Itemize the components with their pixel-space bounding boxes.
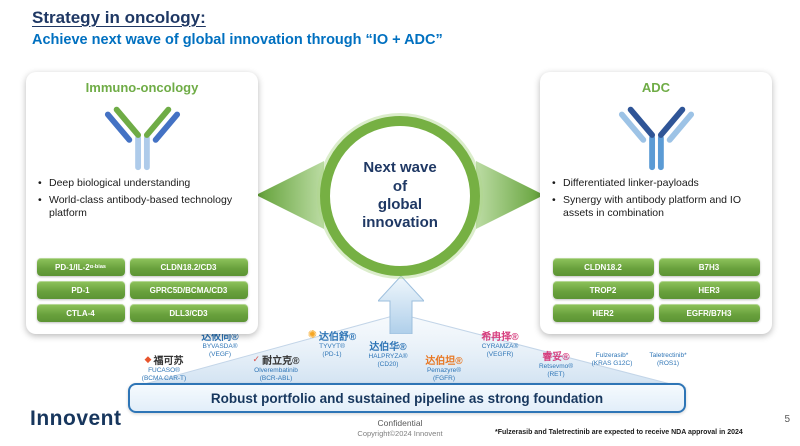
product-cn-name: 福可苏: [153, 356, 184, 367]
fucaso-logo-icon: ◆: [144, 354, 152, 364]
product-target: (BCR-ABL): [259, 375, 293, 383]
up-arrow-icon: [378, 276, 424, 334]
target-pill: PD-1: [36, 281, 125, 299]
target-pill: GPRC5D/BCMA/CD3: [129, 281, 248, 299]
product-cyramza: 希冉择® CYRAMZA® (VEGFR): [472, 328, 528, 382]
product-portfolio-row: ◆福可苏 FUCASO® (BCMA CAR-T) 达攸同® BYVASDA® …: [136, 328, 696, 383]
target-pill: B7H3: [658, 258, 760, 276]
next-wave-circle: Next wave of global innovation: [320, 116, 480, 276]
olverembatinib-logo-icon: ✓: [252, 354, 261, 364]
product-en-name: CYRAMZA®: [481, 343, 519, 350]
product-fulzerasib: Fulzerasib* (KRAS G12C): [584, 352, 640, 382]
product-halpryza: 达伯华® HALPRYZA® (CD20): [360, 338, 416, 382]
product-en-name: Pemazyre®: [426, 367, 462, 374]
circle-text-line: Next wave: [363, 159, 437, 177]
product-cn-name: 达伯华®: [369, 342, 407, 353]
product-cn-name: 达攸同®: [201, 332, 239, 343]
target-pill: CLDN18.2/CD3: [129, 258, 248, 276]
slide-header: Strategy in oncology: Achieve next wave …: [32, 8, 443, 48]
product-target: (KRAS G12C): [591, 360, 633, 368]
nda-footnote: *Fulzerasib and Taletrectinib are expect…: [495, 429, 743, 436]
target-pill: EGFR/B7H3: [658, 304, 760, 322]
product-en-name: Olverembatinib: [254, 367, 298, 374]
product-en-name: BYVASDA®: [202, 343, 238, 350]
product-cn-name: 希冉择®: [481, 332, 519, 343]
adc-target-pills: CLDN18.2 B7H3 TROP2 HER3 HER2 EGFR/B7H3: [550, 258, 762, 322]
confidential-label: Confidential: [377, 418, 423, 428]
product-en-name: Retsevmo®: [538, 363, 574, 370]
circle-text-line: innovation: [362, 214, 438, 232]
product-pemazyre: 达伯坦® Pemazyre® (FGFR): [416, 352, 472, 382]
product-taletrectinib: Taletrectinib* (ROS1): [640, 352, 696, 382]
product-target: (CD20): [377, 361, 399, 369]
copyright-label: Copyright©2024 Innovent: [357, 429, 443, 438]
product-target: (BCMA CAR-T): [141, 375, 187, 383]
product-en-name: Fulzerasib*: [595, 352, 629, 359]
product-olverembatinib: ✓耐立克® Olverembatinib (BCR-ABL): [248, 352, 304, 383]
target-pill: HER3: [658, 281, 760, 299]
circle-text-line: global: [377, 196, 423, 213]
adc-bullet: Differentiated linker-payloads: [552, 177, 760, 191]
io-bullet-list: Deep biological understanding World-clas…: [38, 177, 246, 224]
product-byvasda: 达攸同® BYVASDA® (VEGF): [192, 328, 248, 382]
target-pill: DLL3/CD3: [129, 304, 248, 322]
product-en-name: FUCASO®: [148, 367, 180, 374]
io-bullet: Deep biological understanding: [38, 177, 246, 191]
product-fucaso: ◆福可苏 FUCASO® (BCMA CAR-T): [136, 352, 192, 383]
foundation-banner-text: Robust portfolio and sustained pipeline …: [210, 390, 604, 406]
product-cn-name: 达伯坦®: [425, 356, 463, 367]
innovent-logo: Innovent: [30, 407, 122, 430]
target-pill: TROP2: [552, 281, 654, 299]
target-pill: HER2: [552, 304, 654, 322]
pill-label: PD-1/IL-2: [55, 262, 90, 272]
product-cn-name: 达伯舒®: [318, 332, 357, 343]
product-cn-name: 睿妥®: [542, 352, 570, 363]
io-bullet: World-class antibody-based technology pl…: [38, 194, 246, 221]
left-arrow-icon: [256, 161, 324, 229]
product-en-name: TYVYT®: [319, 343, 345, 350]
target-pill: CLDN18.2: [552, 258, 654, 276]
adc-bullet: Synergy with antibody platform and IO as…: [552, 194, 760, 221]
page-subtitle: Achieve next wave of global innovation t…: [32, 32, 443, 48]
io-panel-title: Immuno-oncology: [85, 80, 199, 95]
product-en-name: HALPRYZA®: [368, 353, 408, 360]
adc-panel: ADC Differentiated linker-payloads Syner…: [540, 72, 772, 334]
tyvyt-starburst-icon: ✺: [307, 329, 317, 341]
io-antibody-icon: [36, 95, 248, 175]
immuno-oncology-panel: Immuno-oncology Deep biological understa…: [26, 72, 258, 334]
circle-text-line: of: [392, 177, 408, 195]
target-pill: CTLA-4: [36, 304, 125, 322]
product-target: (RET): [547, 371, 565, 379]
product-target: (PD-1): [322, 351, 342, 359]
adc-bullet-list: Differentiated linker-payloads Synergy w…: [552, 177, 760, 224]
product-target: (VEGFR): [486, 351, 514, 359]
product-target: (FGFR): [432, 375, 456, 383]
product-cn-name: 耐立克®: [262, 356, 300, 367]
page-number: 5: [784, 414, 790, 425]
right-arrow-icon: [476, 161, 544, 229]
page-title: Strategy in oncology:: [32, 8, 206, 27]
product-en-name: Taletrectinib*: [649, 352, 687, 359]
product-tyvyt: ✺达伯舒® TYVYT® (PD-1): [304, 328, 360, 382]
foundation-banner: Robust portfolio and sustained pipeline …: [128, 383, 686, 413]
product-target: (ROS1): [656, 360, 680, 368]
product-target: (VEGF): [208, 351, 232, 359]
adc-panel-title: ADC: [641, 80, 671, 95]
adc-antibody-icon: [550, 95, 762, 175]
product-retsevmo: 睿妥® Retsevmo® (RET): [528, 348, 584, 382]
